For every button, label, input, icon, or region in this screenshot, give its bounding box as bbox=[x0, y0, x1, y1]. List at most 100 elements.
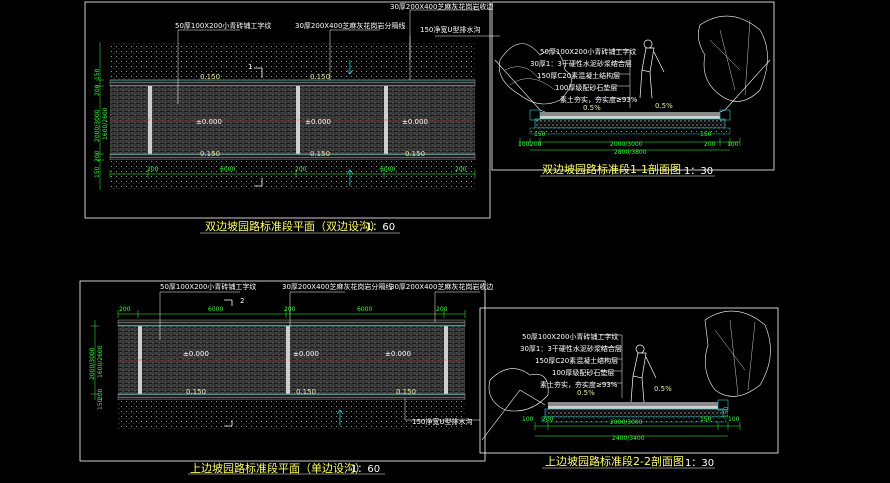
section-1-dim-200-a: 200 bbox=[530, 141, 542, 148]
plan-1-drain-top bbox=[109, 79, 476, 87]
plan-1-slope-bot-mid: 0.150 bbox=[310, 150, 330, 158]
section-1-leaders bbox=[612, 49, 631, 108]
plan-2-dim-vertical bbox=[91, 320, 99, 400]
section-2-layer-5: 素土夯实，夯实度≥93% bbox=[540, 380, 618, 389]
section-1-layer-4: 100厚级配砂石垫层 bbox=[555, 83, 617, 92]
section-1-gravel-layer bbox=[529, 127, 731, 135]
plan-1-label-divider: 30厚200X400芝麻灰花岗岩分隔线 bbox=[295, 21, 405, 30]
section-2-person bbox=[630, 344, 657, 403]
plan-1-leaders bbox=[177, 9, 500, 104]
section-2-slope-left: 0.5% bbox=[577, 389, 595, 397]
section-2-layer-2: 30厚1：3干硬性水泥砂浆结合层 bbox=[520, 344, 622, 353]
section-1-slope-right: 0.5% bbox=[655, 102, 673, 110]
plan-1-frame bbox=[84, 1, 491, 219]
plan-2-scale: 1：60 bbox=[351, 464, 380, 475]
section-2-layer-3: 150厚C20素混凝土结构层 bbox=[535, 356, 618, 365]
plan-1-slope-top-left: 0.150 bbox=[200, 73, 220, 81]
plan-2-label-divider: 30厚200X400芝麻灰花岗岩分隔线 bbox=[282, 282, 392, 291]
plan-1-section-cut bbox=[254, 67, 263, 187]
section-1-shrub-left bbox=[498, 43, 572, 105]
plan-1-slope-bot-left: 0.150 bbox=[200, 150, 220, 158]
plan-2-dim-v-150: 150 bbox=[97, 398, 104, 410]
section-2-dimensions bbox=[534, 422, 741, 437]
section-1-scale: 1：30 bbox=[684, 166, 713, 177]
section-2-frame bbox=[479, 307, 779, 454]
section-2-slope-left bbox=[481, 389, 546, 441]
section-1-slope-right bbox=[719, 59, 771, 113]
section-1-drain-left bbox=[529, 109, 541, 121]
section-2-dim-100-b: 100 bbox=[728, 416, 740, 423]
section-1-frame bbox=[491, 1, 775, 171]
plan-1-double-slope: 50厚100X200小青砖铺工字纹 30厚200X400芝麻灰花岗岩分隔线 30… bbox=[84, 1, 500, 234]
plan-1-scale: 1：60 bbox=[366, 222, 395, 233]
plan-1-dim-vertical bbox=[96, 42, 104, 190]
section-2-drain-right bbox=[717, 399, 729, 411]
plan-2-edge-top bbox=[117, 319, 466, 327]
section-1-dim-inner: 2000/3000 bbox=[610, 141, 643, 148]
section-1-title: 双边坡园路标准段1-1剖面图 bbox=[542, 162, 681, 176]
plan-2-elev-mid: ±0.000 bbox=[293, 350, 319, 358]
section-1-paving-layer bbox=[540, 112, 720, 116]
plan-1-dim-horizontal bbox=[109, 170, 476, 178]
section-2-layer-1: 50厚100X200小青砖铺工字纹 bbox=[522, 332, 618, 341]
plan-1-dim-200-b: 200 bbox=[295, 166, 307, 173]
plan-2-slope bbox=[118, 400, 465, 430]
plan-1-dim-v-total: 2000/3000 bbox=[94, 109, 101, 142]
plan-2-label-drain: 150净宽U型排水沟 bbox=[412, 417, 472, 426]
section-1-dim-150-b: 150 bbox=[700, 131, 712, 138]
section-2-dim-150-b: 150 bbox=[723, 406, 730, 418]
section-2-slope-right: 0.5% bbox=[654, 385, 672, 393]
section-2-title: 上边坡园路标准段2-2剖面图 bbox=[545, 454, 684, 468]
plan-1-dim-200-a: 200 bbox=[147, 166, 159, 173]
plan-2-section-cut bbox=[224, 299, 233, 427]
section-1-person bbox=[639, 39, 665, 99]
section-2-scale: 1：30 bbox=[685, 458, 714, 469]
section-1-slope-left: 0.5% bbox=[583, 104, 601, 112]
plan-1-dim-v-150-b: 150 bbox=[94, 166, 101, 178]
plan-2-label-edge: 30厚200X400芝麻灰花岗岩收边 bbox=[390, 282, 493, 291]
section-1-mortar-layer bbox=[540, 116, 720, 119]
plan-1-dim-v-150-a: 150 bbox=[94, 68, 101, 80]
plan-1-slope-bottom bbox=[110, 160, 475, 190]
section-1-concrete-layer bbox=[534, 118, 726, 129]
section-2-leaders bbox=[600, 334, 623, 398]
plan-1-slope-top-mid: 0.150 bbox=[310, 73, 330, 81]
plan-1-label-drain: 150净宽U型排水沟 bbox=[420, 25, 480, 34]
plan-2-dim-horizontal bbox=[117, 310, 466, 318]
plan-2-dim-200-a: 200 bbox=[284, 306, 296, 313]
plan-2-slope-right: 0.150 bbox=[396, 388, 416, 396]
plan-2-drain-arrow bbox=[336, 409, 344, 426]
plan-1-drain-arrows bbox=[346, 60, 354, 186]
plan-1-elev-right: ±0.000 bbox=[402, 118, 428, 126]
plan-1-dim-6000: 6000 bbox=[220, 166, 235, 173]
plan-2-dim-200-b: 200 bbox=[436, 306, 448, 313]
section-1-1: 50厚100X200小青砖铺工字纹 30厚1：3干硬性水泥砂浆结合层 150厚C… bbox=[491, 1, 775, 177]
section-1-layer-1: 50厚100X200小青砖铺工字纹 bbox=[540, 47, 636, 56]
section-1-dim-150-a: 150 bbox=[534, 131, 546, 138]
plan-2-section-mark: 2 bbox=[240, 297, 244, 305]
section-1-layer-5: 素土夯实，夯实度≥93% bbox=[560, 95, 638, 104]
plan-1-elev-mid: ±0.000 bbox=[305, 118, 331, 126]
section-1-shrub-lines bbox=[504, 66, 556, 91]
plan-1-title: 双边坡园路标准段平面（双边设沟） bbox=[205, 219, 381, 233]
plan-1-slope-top bbox=[110, 42, 475, 80]
section-2-layer-4: 100厚级配砂石垫层 bbox=[552, 368, 614, 377]
plan-1-label-tiles: 50厚100X200小青砖铺工字纹 bbox=[175, 21, 271, 30]
section-2-gravel-layer bbox=[541, 416, 727, 423]
section-1-dim-100-b: 100 bbox=[727, 141, 739, 148]
plan-2-slope-mid: 0.150 bbox=[296, 388, 316, 396]
section-2-dim-150: 150 bbox=[700, 416, 712, 423]
plan-2-slope-left: 0.150 bbox=[186, 388, 206, 396]
section-2-dim-total: 2400/3400 bbox=[612, 435, 645, 442]
plan-2-dim-6000-b: 6000 bbox=[357, 306, 372, 313]
section-2-dim-inner: 2000/3000 bbox=[610, 419, 643, 426]
plan-1-dim-6000-b: 6000 bbox=[380, 166, 395, 173]
plan-1-elev-left: ±0.000 bbox=[196, 118, 222, 126]
plan-2-dim-v-200: 200 bbox=[97, 388, 104, 400]
plan-1-dim-v-inner: 1600/2600 bbox=[102, 107, 109, 140]
section-2-dim-100-a: 100 bbox=[522, 416, 534, 423]
plan-2-dim-v-total: 2000/3000 bbox=[89, 347, 96, 380]
section-2-mortar-layer bbox=[548, 406, 718, 409]
section-2-tree-branches bbox=[714, 319, 756, 396]
